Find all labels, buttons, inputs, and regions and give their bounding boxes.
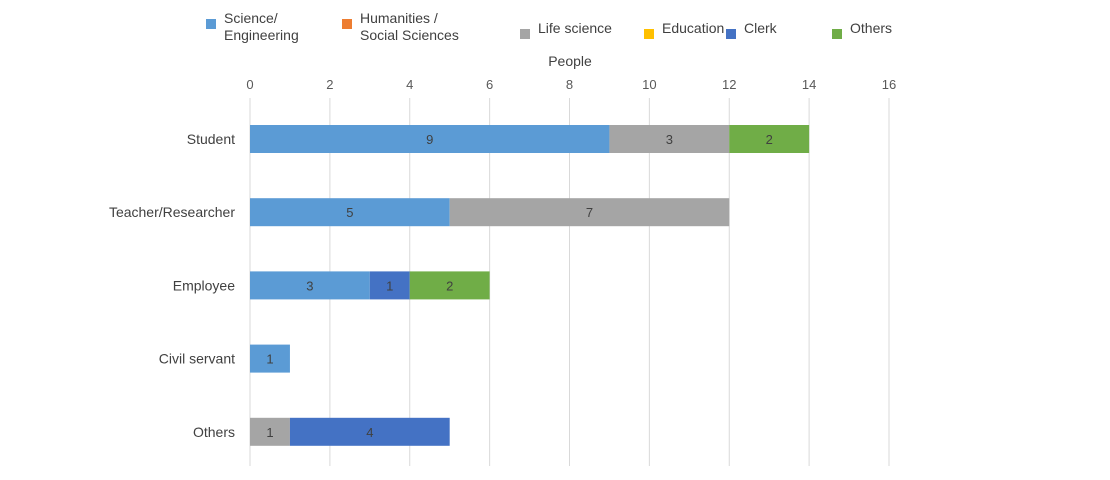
legend-item-science-engineering: Science/ Engineering (206, 10, 299, 44)
bar (250, 344, 290, 373)
legend-item-humanities-social-sciences: Humanities / Social Sciences (342, 10, 459, 44)
legend-label: Science/ Engineering (224, 10, 299, 43)
bar (369, 271, 410, 300)
bar (449, 198, 730, 227)
legend-swatch-icon (832, 29, 842, 39)
category-label: Civil servant (159, 351, 235, 367)
bar (409, 271, 490, 300)
x-tick-label: 4 (406, 77, 413, 92)
bar (289, 417, 450, 446)
data-label: 2 (766, 132, 773, 147)
legend-label: Education (662, 20, 725, 36)
data-label: 1 (266, 352, 273, 367)
legend-item-others: Others (832, 20, 892, 39)
x-tick-label: 0 (246, 77, 253, 92)
category-label: Others (193, 424, 235, 440)
data-label: 9 (426, 132, 433, 147)
legend: Science/ Engineering Humanities / Social… (206, 10, 926, 44)
data-label: 3 (666, 132, 673, 147)
x-tick-label: 2 (326, 77, 333, 92)
x-tick-label: 8 (566, 77, 573, 92)
x-tick-label: 16 (882, 77, 896, 92)
x-axis-title: People (548, 53, 592, 69)
legend-label: Others (850, 20, 893, 36)
legend-item-life-science: Life science (520, 20, 612, 39)
legend-label: Life science (538, 20, 612, 36)
data-label: 2 (446, 278, 453, 293)
x-tick-label: 6 (486, 77, 493, 92)
bar (250, 271, 370, 300)
x-tick-label: 14 (802, 77, 816, 92)
data-label: 4 (366, 425, 373, 440)
legend-swatch-icon (644, 29, 654, 39)
bar (250, 125, 610, 153)
data-label: 1 (266, 425, 273, 440)
data-label: 1 (386, 278, 393, 293)
legend-swatch-icon (726, 29, 736, 39)
legend-item-education: Education (644, 20, 724, 39)
category-label: Student (187, 131, 235, 147)
x-tick-label: 12 (722, 77, 736, 92)
legend-label: Clerk (744, 20, 777, 36)
bar (729, 125, 810, 153)
bar (250, 417, 290, 446)
legend-swatch-icon (206, 19, 216, 29)
data-label: 3 (306, 278, 313, 293)
x-tick-label: 10 (642, 77, 656, 92)
legend-item-clerk: Clerk (726, 20, 777, 39)
bar (609, 125, 730, 153)
data-label: 5 (346, 205, 353, 220)
bar (250, 198, 450, 227)
category-label: Teacher/Researcher (109, 204, 235, 220)
legend-swatch-icon (342, 19, 352, 29)
data-label: 7 (586, 205, 593, 220)
category-label: Employee (173, 277, 235, 293)
legend-swatch-icon (520, 29, 530, 39)
legend-label: Humanities / Social Sciences (360, 10, 459, 43)
